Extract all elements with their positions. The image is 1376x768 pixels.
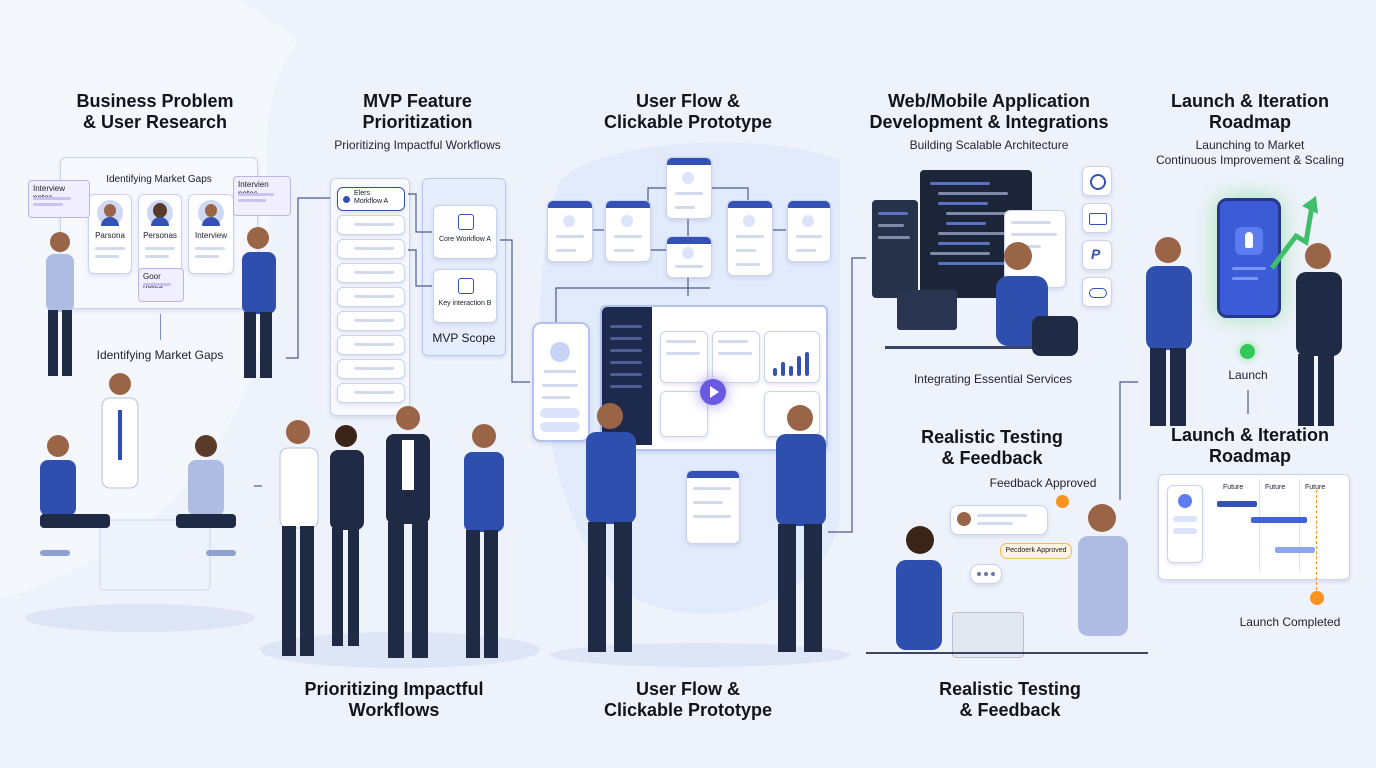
- persona-label-1: Parsona: [95, 231, 125, 240]
- persona-card-1: Parsona: [88, 194, 132, 274]
- desktop-prototype[interactable]: [600, 305, 828, 451]
- bottom-label-3: Realistic Testing& Feedback: [939, 679, 1081, 720]
- roadmap-col-3: Future: [1305, 484, 1326, 491]
- stage-4-subtitle: Building Scalable Architecture: [909, 138, 1069, 152]
- roadmap-col-2: Future: [1265, 484, 1286, 491]
- testing-desk: [866, 652, 1148, 654]
- rocket-icon: [1235, 227, 1263, 255]
- mvp-scope-label: MVP Scope: [432, 331, 496, 345]
- launch-status-dot: [1240, 344, 1255, 359]
- persona-card-3: Interview: [188, 194, 234, 274]
- flow-screen-3[interactable]: [666, 157, 712, 219]
- dev-caption: Integrating Essential Services: [913, 372, 1073, 386]
- stage-1-title: Business Problem& User Research: [76, 91, 234, 132]
- paypal-icon[interactable]: P: [1082, 240, 1112, 270]
- play-icon: [710, 386, 719, 398]
- launch-phone: [1217, 198, 1281, 318]
- feedback-status-dot: [1056, 495, 1069, 508]
- persona-avatar-icon: [97, 200, 123, 226]
- feedback-approved-badge: Pecdoerk Approved: [1000, 543, 1072, 559]
- core-workflow-card[interactable]: Core Workflow A: [433, 205, 497, 259]
- list-item[interactable]: [337, 287, 405, 307]
- launch-completed-label: Launch Completed: [1239, 615, 1341, 629]
- feedback-approved-label: Feedback Approved: [989, 476, 1097, 490]
- board-arrow: [160, 314, 161, 340]
- launch-completed-dot: [1310, 591, 1324, 605]
- research-board-title: Identifying Market Gaps: [106, 174, 212, 185]
- persona-avatar-icon: [198, 200, 224, 226]
- interview-notes-right: Intervien notes: [233, 176, 291, 216]
- research-caption: Identifying Market Gaps: [96, 348, 224, 362]
- list-item[interactable]: [337, 263, 405, 283]
- avatar: [550, 342, 570, 362]
- persona-label-2: Personas: [143, 231, 177, 240]
- stage-2-subtitle: Prioritizing Impactful Workflows: [334, 138, 501, 152]
- list-item[interactable]: [337, 239, 405, 259]
- key-interaction-label: Key interaction B: [438, 300, 492, 307]
- avatar: [957, 512, 971, 526]
- grid-icon: [458, 214, 474, 230]
- phone-prototype[interactable]: [532, 322, 590, 442]
- flow-screen-1[interactable]: [547, 200, 593, 262]
- list-item[interactable]: [337, 335, 405, 355]
- detail-screen[interactable]: [686, 470, 740, 544]
- flow-screen-2[interactable]: [605, 200, 651, 262]
- gantt-bar: [1217, 501, 1257, 507]
- list-item[interactable]: [337, 383, 405, 403]
- side-monitor: [872, 200, 918, 298]
- flow-screen-5[interactable]: [727, 200, 773, 276]
- mini-bar-chart: [764, 331, 820, 383]
- stage-3-title: User Flow &Clickable Prototype: [603, 91, 773, 132]
- persona-avatar-icon: [147, 200, 173, 226]
- cloud-icon[interactable]: [1082, 277, 1112, 307]
- persona-label-3: Interview: [194, 231, 227, 240]
- flow-screen-6[interactable]: [787, 200, 831, 262]
- interview-notes-left: Interview notes: [28, 180, 90, 218]
- milestone-line: [1316, 490, 1318, 590]
- list-item[interactable]: [337, 359, 405, 379]
- key-interaction-card[interactable]: Key interaction B: [433, 269, 497, 323]
- card-icon[interactable]: [1082, 203, 1112, 233]
- list-item[interactable]: [337, 311, 405, 331]
- launch-label: Launch: [1228, 368, 1268, 382]
- typing-bubble: [970, 564, 1002, 584]
- testing-laptop: [952, 612, 1024, 658]
- interaction-icon: [458, 278, 474, 294]
- roadmap-phone: [1167, 485, 1203, 563]
- goor-notes: Goor notes: [138, 268, 184, 302]
- flow-screen-4[interactable]: [666, 236, 712, 278]
- play-button[interactable]: [700, 379, 726, 405]
- mvp-scope-panel: Core Workflow A Key interaction B MVP Sc…: [422, 178, 506, 356]
- roadmap-col-1: Future: [1223, 484, 1244, 491]
- gantt-bar: [1275, 547, 1315, 553]
- desk: [885, 346, 1065, 349]
- bottom-label-2: User Flow &Clickable Prototype: [603, 679, 773, 720]
- gantt-bar: [1251, 517, 1307, 523]
- feedback-bubble-1: [950, 505, 1048, 535]
- core-workflow-label: Core Workflow A: [439, 236, 491, 243]
- settings-icon[interactable]: [1082, 166, 1112, 196]
- testing-title: Realistic Testing& Feedback: [921, 427, 1063, 468]
- list-item[interactable]: [337, 215, 405, 235]
- roadmap-chart: Future Future Future: [1158, 474, 1350, 580]
- laptop: [897, 290, 957, 330]
